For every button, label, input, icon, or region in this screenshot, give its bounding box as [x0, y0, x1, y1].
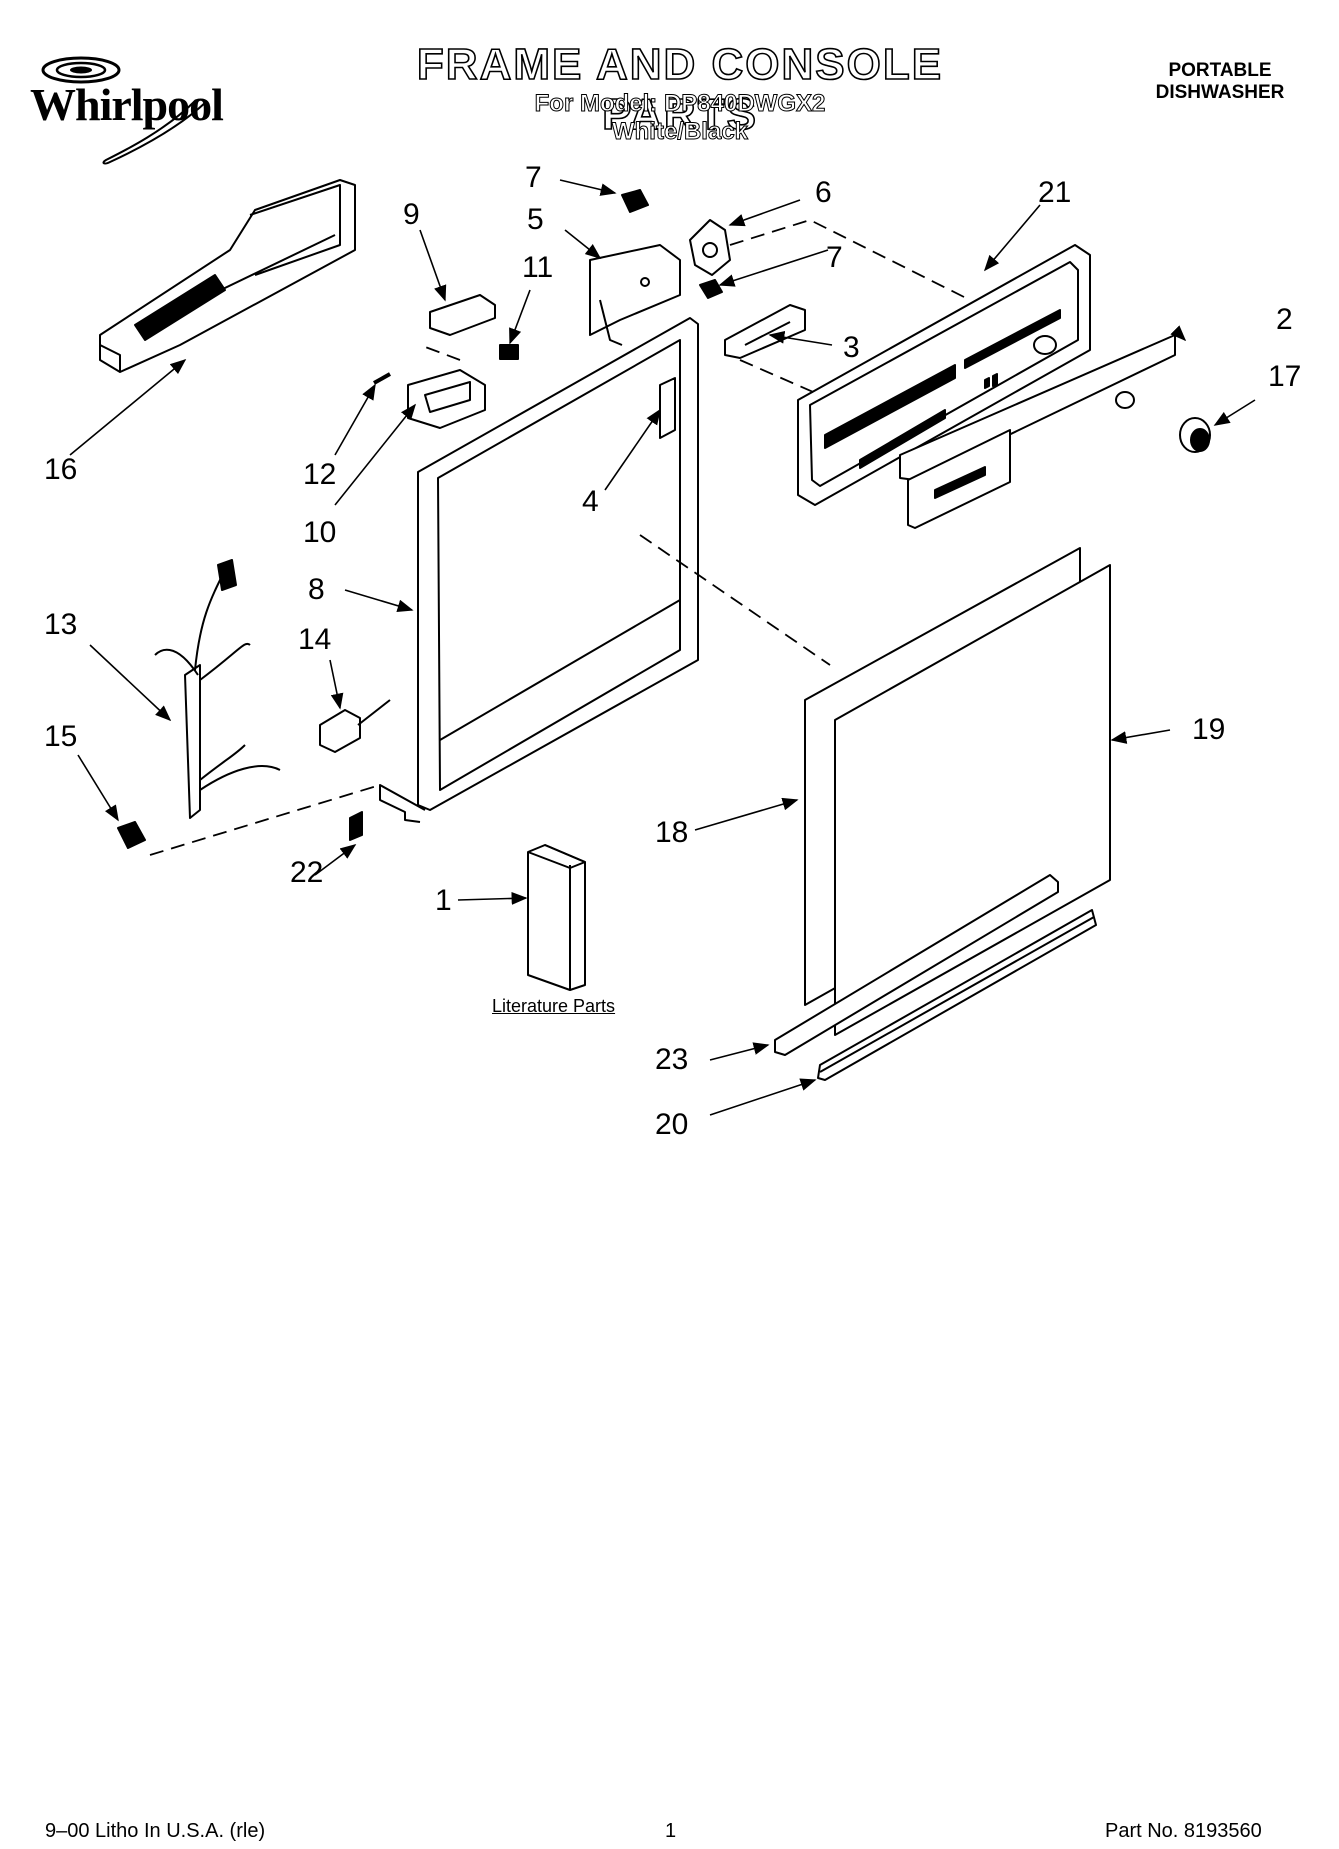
part-13-harness	[154, 559, 281, 819]
callout-19: 19	[1192, 713, 1226, 746]
callout-18: 18	[655, 816, 689, 849]
part-2b-lower-strip	[907, 429, 1011, 529]
assembly-lines	[149, 219, 971, 856]
logo-text: Whirlpool	[30, 79, 224, 130]
callout-3: 3	[843, 331, 860, 364]
part-6-cam	[689, 219, 731, 276]
model-line: For Model: DP840DWGX2	[534, 90, 826, 118]
callout-10: 10	[303, 516, 337, 549]
leader-lines	[69, 179, 1256, 1116]
part-22-clip	[349, 811, 363, 841]
callout-21: 21	[1038, 176, 1072, 209]
part-7-screws	[621, 189, 723, 299]
callout-17: 17	[1268, 360, 1302, 393]
callout-8: 8	[308, 573, 325, 606]
part-11-clip	[499, 344, 519, 360]
product-line-2: DISHWASHER	[1155, 82, 1285, 103]
part-21-console	[797, 244, 1091, 506]
part-2-panel	[899, 334, 1176, 481]
product-line-1: PORTABLE	[1168, 60, 1272, 81]
product-type: PORTABLE DISHWASHER	[1120, 60, 1320, 104]
part-15-screw	[117, 821, 146, 849]
footer-part-number: Part No. 8193560	[1105, 1820, 1262, 1842]
part-16-duct	[99, 179, 356, 373]
callout-5: 5	[527, 203, 544, 236]
part-8-frame	[379, 317, 699, 823]
callout-15: 15	[44, 720, 78, 753]
footer-litho: 9–00 Litho In U.S.A. (rle)	[45, 1820, 266, 1842]
callout-2: 2	[1276, 303, 1293, 336]
part-12-pin	[373, 372, 391, 385]
part-9-bracket	[429, 294, 496, 336]
part-1-literature	[527, 844, 586, 991]
callout-1: 1	[435, 884, 452, 917]
whirlpool-logo: Whirlpool	[6, 40, 276, 170]
page-title: FRAME AND CONSOLE PARTS	[416, 39, 944, 140]
callout-16: 16	[44, 453, 78, 486]
logo-swirl-icon	[41, 56, 207, 165]
part-5-timer	[589, 244, 681, 346]
part-14-sensor	[319, 699, 391, 753]
callout-7-top: 7	[525, 161, 542, 194]
callout-7-mid: 7	[826, 241, 843, 274]
callout-6: 6	[815, 176, 832, 209]
footer-page-number: 1	[665, 1820, 677, 1842]
callout-9: 9	[403, 198, 420, 231]
part-19-panel	[834, 564, 1111, 1036]
callout-11: 11	[522, 251, 554, 284]
part-20-trim	[817, 909, 1097, 1081]
callout-23: 23	[655, 1043, 689, 1076]
part-23-trim	[774, 874, 1059, 1056]
color-line: White/Black	[611, 118, 749, 146]
part-10-holder	[407, 369, 486, 429]
callout-14: 14	[298, 623, 332, 656]
part-3-switch	[724, 304, 806, 359]
part-17-knob	[1179, 417, 1211, 453]
callout-20: 20	[655, 1108, 689, 1141]
callout-22: 22	[290, 856, 324, 889]
callout-13: 13	[44, 608, 78, 641]
literature-parts-label: Literature Parts	[492, 996, 616, 1016]
callout-12: 12	[303, 458, 337, 491]
callout-4: 4	[582, 485, 599, 518]
